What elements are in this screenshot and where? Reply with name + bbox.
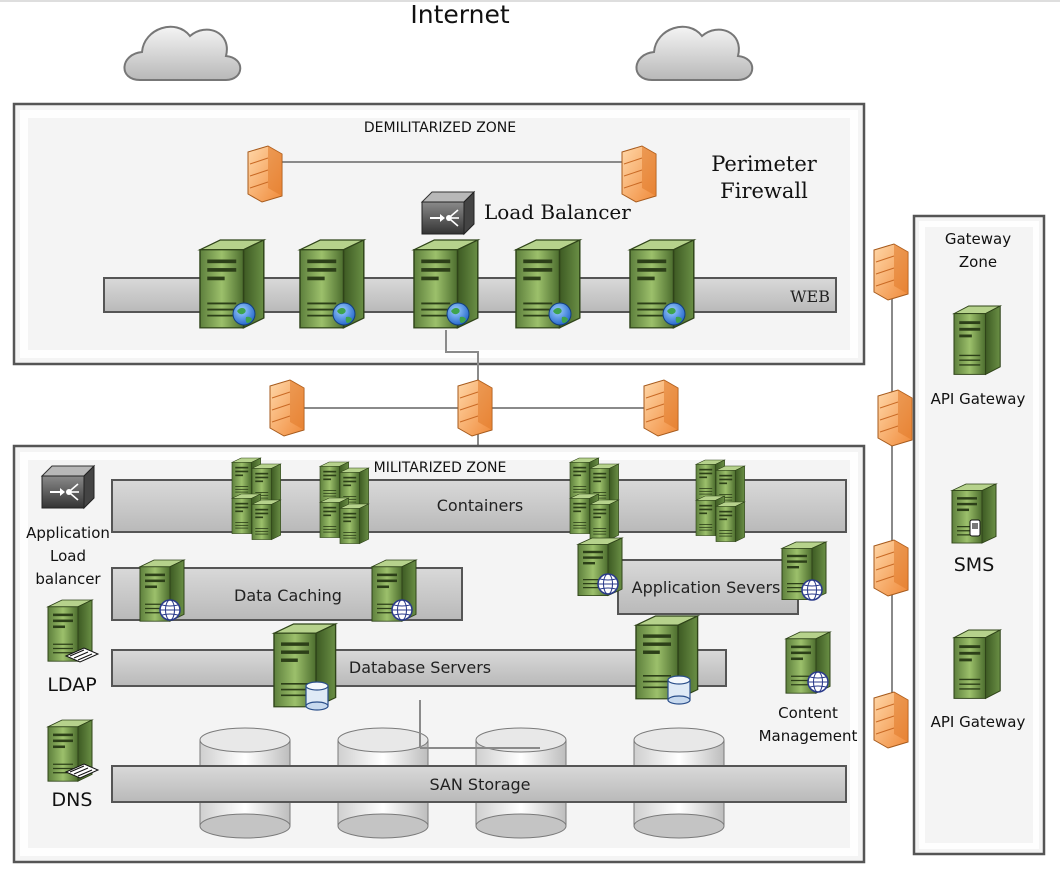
load-balancer-icon	[421, 191, 475, 235]
database-servers-label: Database Servers	[349, 658, 491, 677]
firewall-icon-gateway-1	[873, 243, 909, 301]
web-server-4	[514, 238, 581, 329]
dns-label: DNS	[52, 789, 93, 811]
san-storage-label: SAN Storage	[429, 775, 530, 794]
mz-label: MILITARIZED ZONE	[374, 460, 507, 476]
ldap-server	[47, 599, 99, 663]
api-gateway-label-2: API Gateway	[931, 713, 1026, 731]
firewall-icon-perimeter-left	[247, 145, 283, 203]
application-servers-label: Application Severs	[632, 578, 781, 597]
content-management-label-line2: Management	[759, 727, 858, 745]
firewall-icon-gateway-2	[877, 389, 913, 447]
application-load-balancer-icon	[41, 465, 95, 509]
cloud-icon-right	[635, 25, 754, 81]
dns-server	[47, 719, 99, 782]
gateway-zone-label-line1: Gateway	[945, 230, 1011, 248]
app-lb-label-line3: balancer	[35, 570, 101, 588]
san-storage-bar	[111, 765, 847, 803]
app-server-2	[781, 541, 827, 601]
content-management-label-line1: Content	[778, 704, 838, 722]
app-server-1	[577, 537, 623, 597]
data-caching-label: Data Caching	[234, 586, 342, 605]
firewall-icon-gateway-3	[873, 539, 909, 597]
sms-server	[951, 483, 997, 544]
api-gateway-server-1	[953, 305, 1001, 376]
db-server-1	[272, 622, 337, 711]
web-server-1	[198, 238, 265, 329]
web-bar-label: WEB	[790, 287, 830, 306]
database-servers-bar	[111, 649, 727, 687]
firewall-icon-perimeter-right	[621, 145, 657, 203]
application-servers-bar	[617, 559, 799, 615]
content-management-server	[785, 631, 831, 694]
db-server-2	[634, 614, 699, 705]
sms-label: SMS	[954, 554, 995, 576]
web-server-2	[298, 238, 365, 329]
web-server-5	[628, 238, 695, 329]
gateway-zone-label-line2: Zone	[959, 253, 997, 271]
app-lb-label-line1: Application	[26, 524, 110, 542]
container-cluster-3	[569, 457, 620, 541]
firewall-icon-inner-left	[269, 379, 305, 437]
api-gateway-label-1: API Gateway	[931, 390, 1026, 408]
container-cluster-1	[231, 457, 282, 541]
internet-title: Internet	[410, 0, 509, 29]
firewall-icon-inner-right	[643, 379, 679, 437]
api-gateway-server-2	[953, 629, 1001, 700]
containers-label: Containers	[437, 496, 524, 515]
web-server-3	[412, 238, 479, 329]
cloud-icon-left	[123, 25, 242, 81]
load-balancer-label: Load Balancer	[484, 200, 631, 224]
container-cluster-2	[319, 461, 370, 545]
perimeter-firewall-label-line2: Firewall	[720, 179, 808, 203]
dmz-label: DEMILITARIZED ZONE	[364, 120, 516, 136]
perimeter-firewall-label-line1: Perimeter	[711, 152, 818, 176]
app-lb-label-line2: Load	[50, 547, 86, 565]
cache-server-1	[139, 559, 185, 622]
ldap-label: LDAP	[47, 674, 96, 696]
cache-server-2	[371, 559, 417, 622]
firewall-icon-gateway-4	[873, 691, 909, 749]
container-cluster-4	[695, 459, 746, 543]
firewall-icon-inner-center	[457, 379, 493, 437]
